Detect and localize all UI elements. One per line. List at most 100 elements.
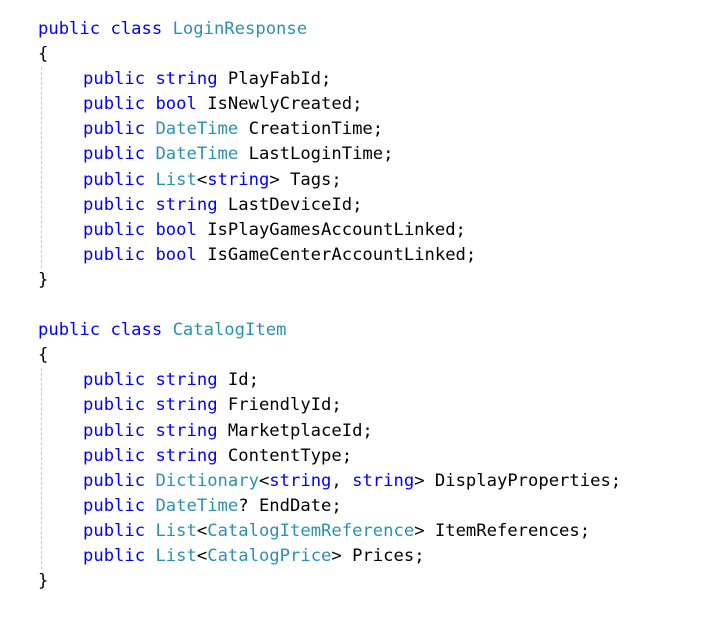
- code-token-type: CatalogPrice: [207, 545, 332, 566]
- member-declaration-line: public string MarketplaceId;: [38, 419, 621, 444]
- member-declaration-line: public DateTime? EndDate;: [38, 494, 621, 519]
- code-token-kw: public: [83, 94, 146, 115]
- code-token-plain: > Tags;: [269, 169, 342, 190]
- code-token-type: LoginResponse: [172, 19, 308, 39]
- code-token-kw: bool: [155, 94, 197, 115]
- code-token-plain: [145, 546, 155, 566]
- code-token-plain: [145, 521, 155, 541]
- code-token-kw: public: [83, 244, 146, 265]
- code-token-kw: string: [352, 470, 415, 491]
- code-token-kw: class: [110, 320, 163, 341]
- class-header-line: public class CatalogItem: [38, 318, 621, 343]
- open-brace: {: [38, 345, 49, 366]
- close-brace: }: [38, 571, 49, 592]
- member-declaration-line: public string LastDeviceId;: [38, 193, 621, 218]
- code-token-plain: [145, 94, 155, 114]
- code-editor[interactable]: public class LoginResponse{public string…: [38, 17, 621, 594]
- member-declaration-line: public List<CatalogPrice> Prices;: [38, 544, 621, 569]
- code-token-plain: [100, 320, 110, 340]
- code-token-plain: > ItemReferences;: [414, 520, 591, 541]
- code-token-plain: [145, 370, 155, 390]
- code-token-type: DateTime: [155, 495, 239, 516]
- code-token-plain: <: [196, 169, 208, 190]
- code-token-kw: public: [38, 19, 101, 39]
- code-token-kw: public: [83, 545, 146, 566]
- code-token-plain: [145, 245, 155, 265]
- member-declaration-line: public string Id;: [38, 368, 621, 393]
- code-token-kw: string: [155, 420, 218, 441]
- class-declaration: public class CatalogItem{public string I…: [38, 318, 621, 594]
- member-declaration-line: public string ContentType;: [38, 444, 621, 469]
- code-token-plain: [145, 446, 155, 466]
- code-token-plain: [100, 19, 110, 39]
- member-declaration-line: public DateTime LastLoginTime;: [38, 142, 621, 167]
- code-token-kw: public: [83, 169, 146, 190]
- code-token-kw: bool: [155, 219, 197, 240]
- code-token-plain: CreationTime;: [238, 119, 384, 140]
- code-token-plain: FriendlyId;: [217, 395, 342, 416]
- code-token-plain: [145, 220, 155, 240]
- close-brace: }: [38, 269, 49, 290]
- code-token-plain: PlayFabId;: [217, 69, 332, 90]
- code-token-kw: string: [269, 470, 332, 491]
- code-token-type: DateTime: [155, 144, 239, 165]
- code-token-plain: [162, 320, 172, 340]
- code-token-plain: MarketplaceId;: [217, 420, 373, 441]
- indent-guide: [41, 67, 42, 268]
- member-declaration-line: public List<string> Tags;: [38, 168, 621, 193]
- code-token-plain: [162, 19, 172, 39]
- code-token-plain: [145, 395, 155, 415]
- class-declaration: public class LoginResponse{public string…: [38, 17, 621, 293]
- code-token-kw: public: [83, 520, 146, 541]
- code-token-plain: [145, 69, 155, 89]
- code-token-plain: <: [196, 545, 208, 566]
- class-body: public string Id;public string FriendlyI…: [38, 368, 622, 570]
- code-token-plain: > Prices;: [331, 545, 425, 566]
- code-token-plain: <: [258, 470, 270, 491]
- code-token-plain: IsPlayGamesAccountLinked;: [196, 219, 466, 240]
- code-token-type: CatalogItem: [172, 320, 287, 341]
- code-token-type: List: [155, 545, 197, 566]
- code-token-kw: public: [83, 144, 146, 165]
- code-token-kw: public: [83, 370, 146, 391]
- code-token-plain: [145, 195, 155, 215]
- code-token-plain: > DisplayProperties;: [414, 470, 622, 491]
- code-token-plain: ContentType;: [217, 445, 353, 466]
- class-body: public string PlayFabId;public bool IsNe…: [38, 67, 621, 268]
- code-token-kw: public: [83, 219, 146, 240]
- code-token-type: List: [155, 520, 197, 541]
- code-token-type: List: [155, 169, 197, 190]
- member-declaration-line: public List<CatalogItemReference> ItemRe…: [38, 519, 621, 544]
- code-token-kw: public: [83, 445, 146, 466]
- code-token-type: Dictionary: [155, 470, 259, 491]
- code-token-plain: [145, 496, 155, 516]
- code-token-kw: class: [110, 19, 163, 39]
- code-token-plain: [145, 421, 155, 441]
- code-token-kw: public: [83, 420, 146, 441]
- member-declaration-line: public string PlayFabId;: [38, 67, 621, 92]
- code-token-kw: string: [155, 445, 218, 466]
- code-token-plain: [145, 119, 155, 139]
- indent-guide: [41, 368, 42, 570]
- code-token-type: DateTime: [155, 119, 239, 140]
- code-token-kw: public: [83, 495, 146, 516]
- code-token-kw: string: [155, 194, 218, 215]
- code-token-kw: public: [83, 69, 146, 90]
- code-token-plain: <: [196, 520, 208, 541]
- member-declaration-line: public bool IsNewlyCreated;: [38, 92, 621, 117]
- blank-line: [38, 293, 621, 318]
- class-header-line: public class LoginResponse: [38, 17, 621, 42]
- code-token-kw: public: [83, 395, 146, 416]
- code-token-kw: string: [155, 395, 218, 416]
- code-token-plain: LastLoginTime;: [238, 144, 394, 165]
- code-token-plain: LastDeviceId;: [217, 194, 363, 215]
- code-token-plain: IsNewlyCreated;: [196, 94, 363, 115]
- code-token-kw: bool: [155, 244, 197, 265]
- code-token-plain: ,: [331, 470, 353, 491]
- code-token-plain: ? EndDate;: [238, 495, 342, 516]
- member-declaration-line: public bool IsGameCenterAccountLinked;: [38, 243, 621, 268]
- open-brace: {: [38, 44, 49, 65]
- member-declaration-line: public string FriendlyId;: [38, 393, 621, 418]
- code-token-kw: public: [38, 320, 101, 341]
- code-token-kw: string: [207, 169, 270, 190]
